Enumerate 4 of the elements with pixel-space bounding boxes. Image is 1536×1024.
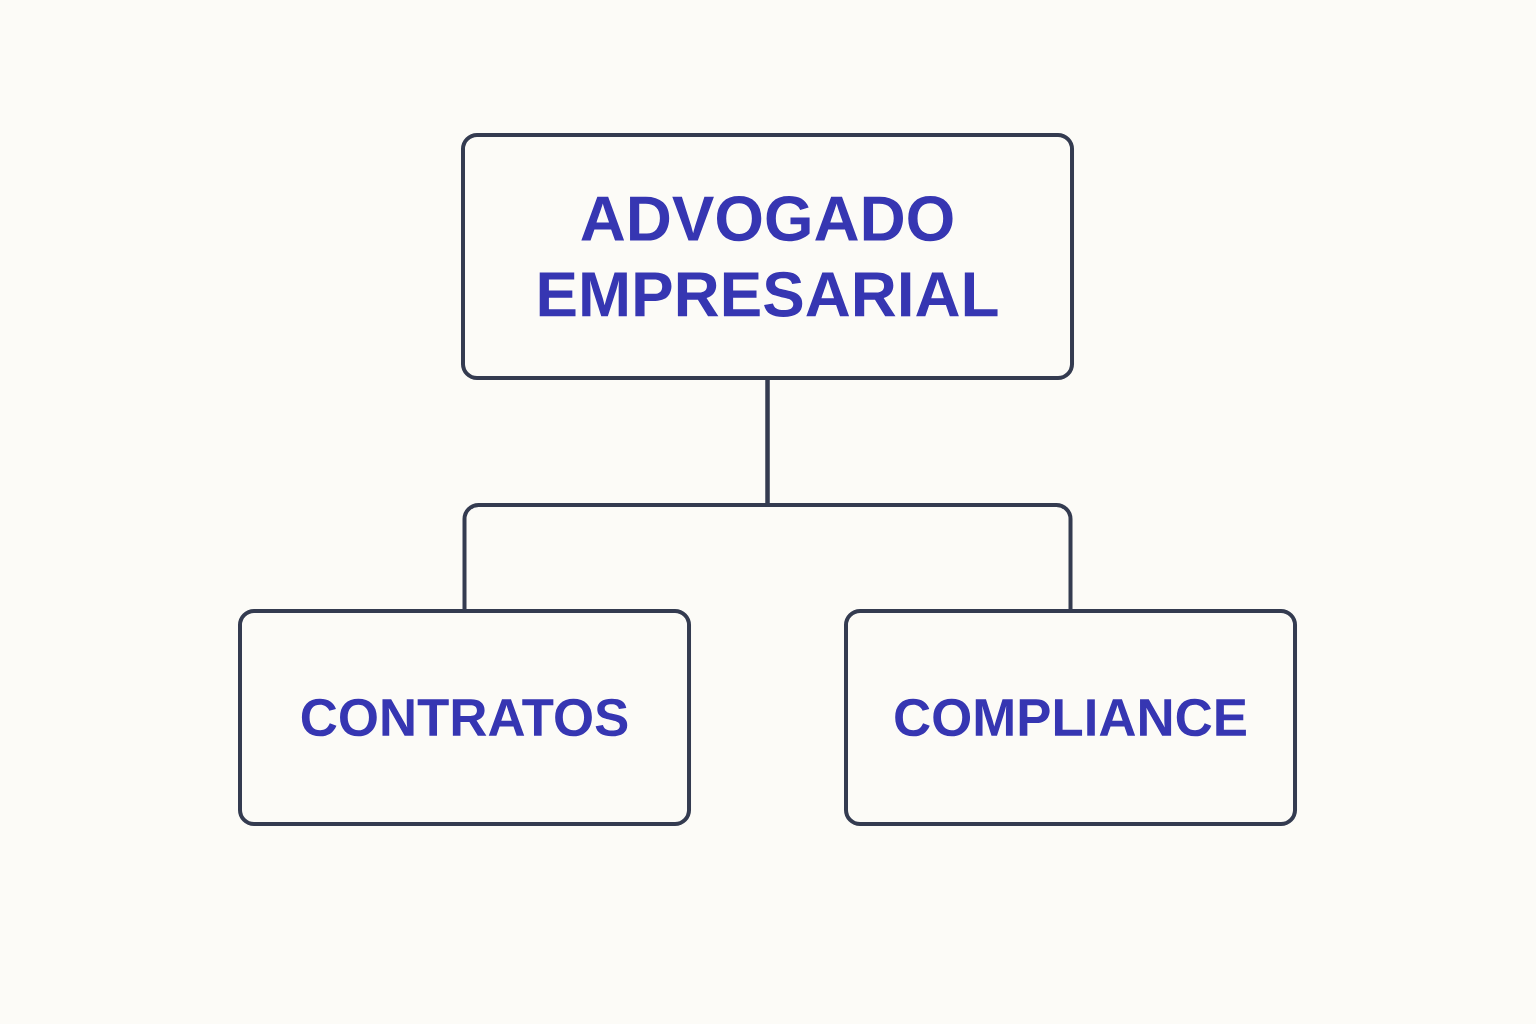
connector-line <box>765 380 1073 609</box>
org-chart-box: ADVOGADO EMPRESARIAL <box>461 133 1074 380</box>
org-chart-box: COMPLIANCE <box>844 609 1297 826</box>
org-chart-box: CONTRATOS <box>238 609 691 826</box>
